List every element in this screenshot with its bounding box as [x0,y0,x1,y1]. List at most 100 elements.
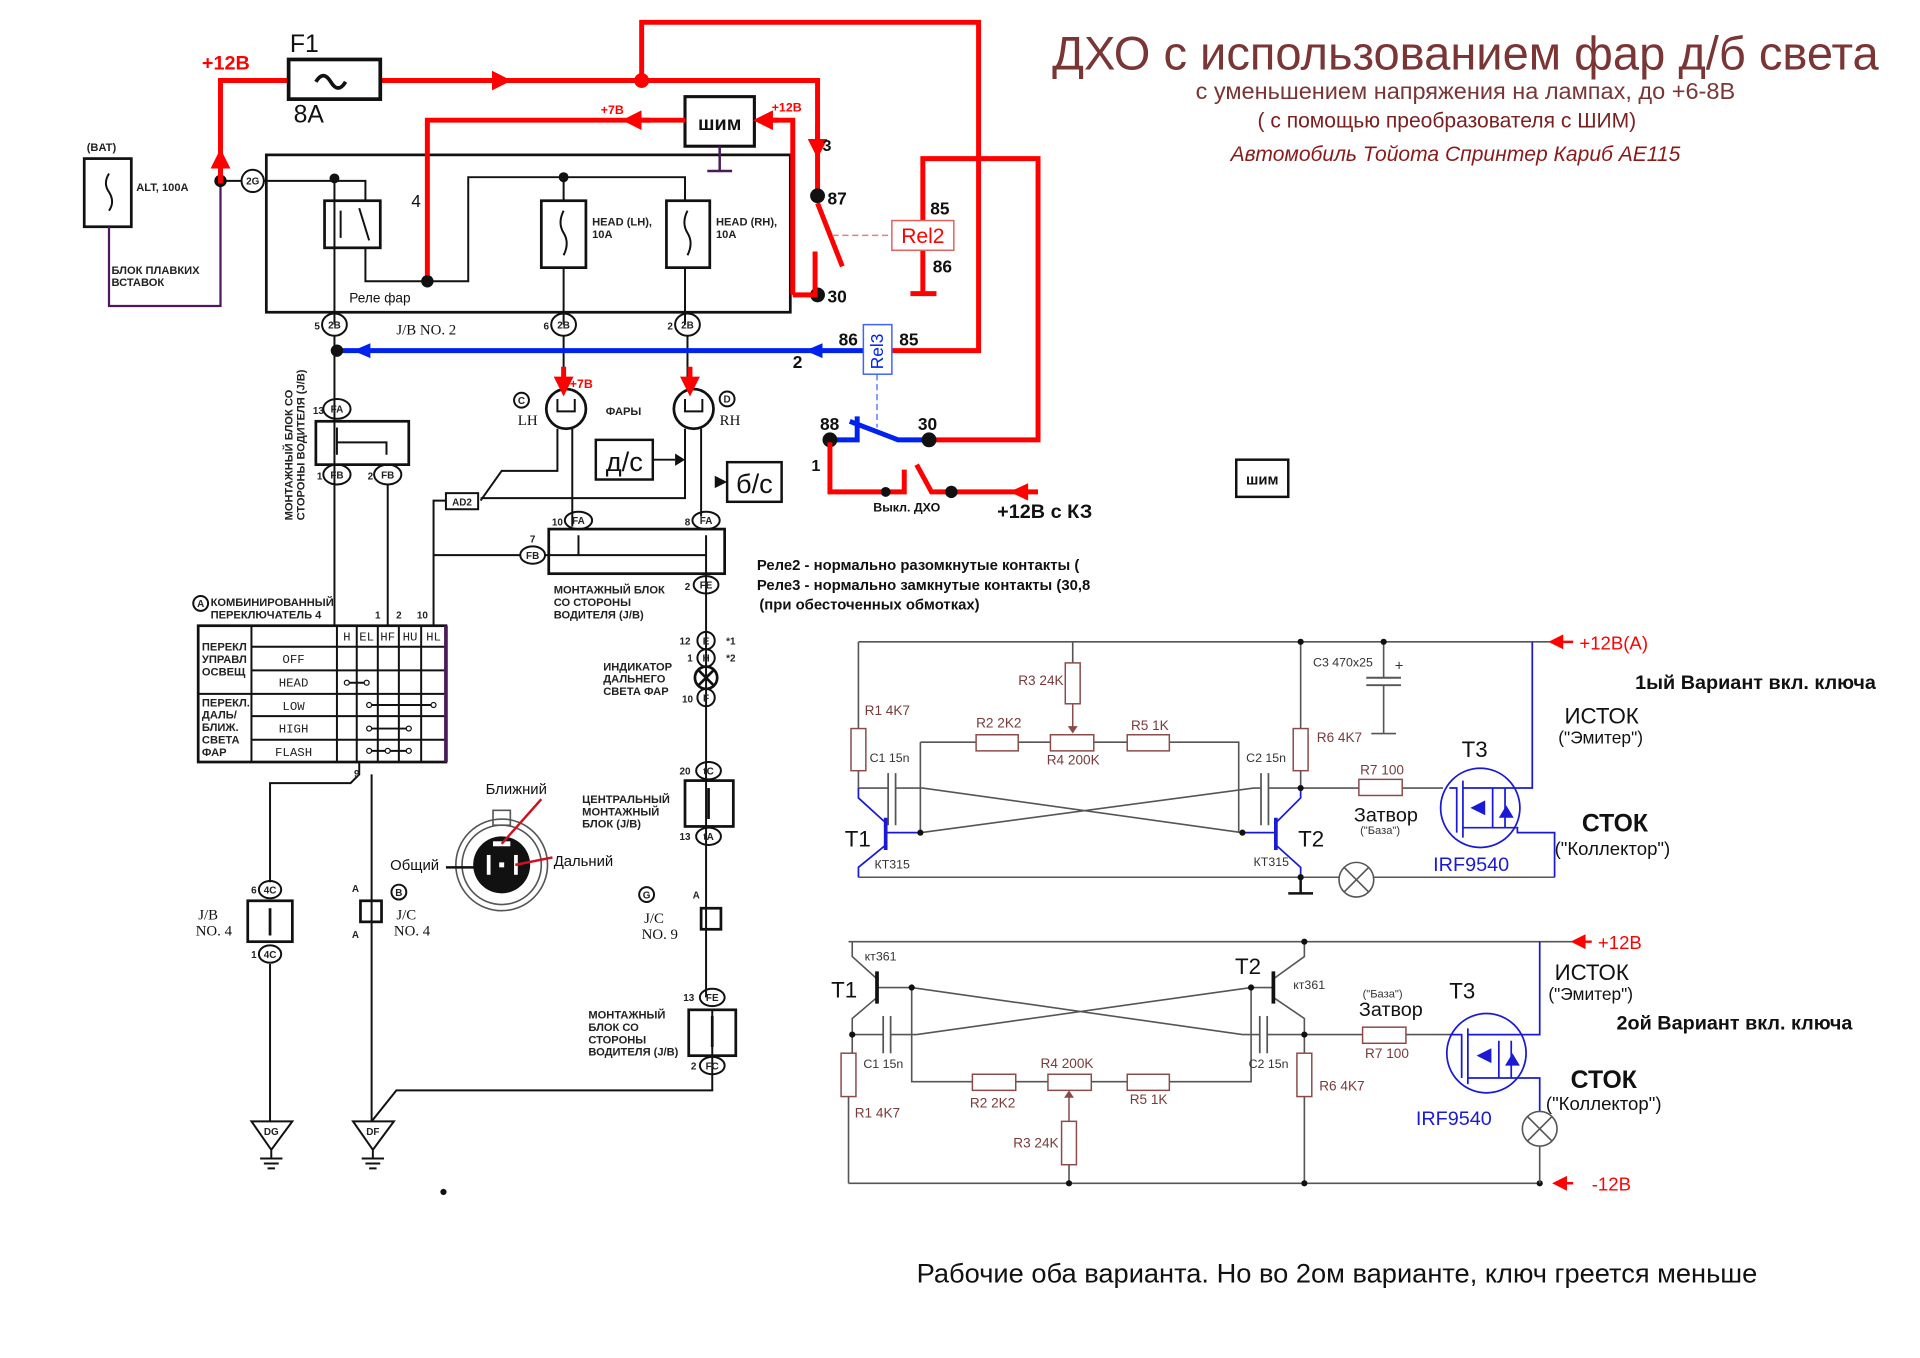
variant2-r5-label: R5 1K [1130,1092,1168,1107]
jc4-junction [359,899,383,924]
variant1-r7-label: R7 100 [1360,762,1404,777]
factory-connectors-fa-label: FA [700,516,713,527]
low-beam-label: д/с [606,446,643,477]
ignition-supply-label: +12В с КЗ [997,501,1092,523]
v2-title: 2ой Вариант вкл. ключа [1617,1013,1854,1035]
factory-switch_cols-2-label: HF [380,631,395,645]
factory-connectors-fb-label: FB [526,551,539,562]
lamps-label: ФАРЫ [606,406,642,418]
factory-ground_df-label: DF [366,1127,379,1138]
factory-connectors-fa-label: FA [331,405,344,416]
notes-2-label: (при обесточенных обмотках) [759,598,979,614]
variant1-gate_alt-label: ("База") [1360,825,1400,837]
drl-off-switch-label: Выкл. ДХО [873,501,940,515]
variant2-drain_alt-label: ("Коллектор") [1546,1093,1662,1114]
bat-label: (BAT) [87,142,117,154]
headlight-relay [323,199,382,250]
factory-group_beam-2-label: БЛИЖ. [202,722,239,734]
factory-group_light-1-label: УПРАВЛ [202,654,247,666]
factory-ground_dg-label: DG [264,1127,279,1138]
variant1-t1-label: T1 [845,826,871,851]
variant2-gate_alt-label: ("База") [1363,988,1403,1000]
diagram-title: ДХО с использованием фар д/б света [1052,26,1879,79]
variant1-drain_alt-label: ("Коллектор") [1555,838,1671,859]
variant1-c2-label: C2 15n [1246,751,1286,765]
head-lh-rating: 10A [592,229,612,241]
factory-switch_cols-1-label: EL [359,631,374,645]
factory-connectors-fe-label: FE [700,581,713,592]
supply-label: +12В [202,52,250,74]
pwm-circuit-variant-2: +12В -12В R1 4K7 R2 2K2 R4 200K R5 1K R3… [831,932,1853,1195]
v1-mosfet-model: IRF9540 [1433,854,1509,876]
factory-switch_rows-1-label: HEAD [279,676,309,690]
variant1-r1-label: R1 4K7 [865,703,910,718]
v2-supply-neg-label: -12В [1592,1174,1631,1195]
factory-connectors-c4c-label: 4C [264,950,277,961]
factory-pins-p13-label: 13 [313,406,325,417]
variant2-t_model-label: кт361 [1293,978,1325,992]
relay-rel3 [862,323,893,375]
factory-central_block-2-label: БЛОК (J/B) [582,819,641,831]
factory-fa_block-1-label: СО СТОРОНЫ [554,597,631,609]
fuse-head-lh [539,199,588,269]
wire-3-label: 3 [823,137,832,155]
factory-group_beam-3-label: СВЕТА [202,734,240,746]
pwm-label: шим [698,113,741,135]
right-chain: FE2 E12*1 H1*2 F10 ИНДИКАТОР ДАЛЬНЕГО СВ… [370,573,738,1122]
factory-pins-p2-label: 2 [685,582,691,593]
factory-jb4-0-label: J/B [198,907,218,923]
factory-driver_block-0-label: МОНТАЖНЫЙ [588,1008,665,1021]
variant1-t2-label: T2 [1298,826,1324,851]
factory-switch_mark-label: A [197,599,204,610]
fuse-name: F1 [290,31,319,58]
factory-pins-star1-label: *1 [726,636,736,647]
ground-branches: 9 4C6 4C1 J/B NO. 4 A A B J/C NO. 4 DG D… [196,762,447,1196]
factory-connectors-c2b-label: 2B [681,320,694,331]
variant1-c3_plus-label: + [1395,658,1404,674]
variant2-t3-label: T3 [1449,979,1475,1004]
rel3-pin-85: 85 [899,330,919,350]
factory-switch_title_2-label: ПЕРЕКЛЮЧАТЕЛЬ 4 [211,609,323,621]
factory-connectors-c4c-label: 4C [264,885,277,896]
factory-switch_cols-4-label: HL [426,631,441,645]
ground-dg-icon: DG [249,1120,295,1170]
jb2-label: J/B NO. 2 [396,323,456,339]
factory-jc4-1-label: NO. 4 [394,923,431,939]
factory-pins-a-label: A [352,884,359,895]
factory-indicator-0-label: ИНДИКАТОР [603,661,672,673]
factory-pins-p6-label: 6 [251,885,257,896]
fuse-icon [104,172,114,212]
car-model: Автомобиль Тойота Спринтер Кариб АЕ115 [1229,143,1681,166]
headlamp-lh [544,387,588,431]
rel2-pin-87: 87 [827,188,846,208]
factory-bulb-low-label: Ближний [486,782,547,798]
variant2-r4-label: R4 200K [1041,1056,1094,1071]
variant1-source-label: ИСТОК [1564,704,1638,729]
variant2-r3-label: R3 24K [1013,1135,1058,1150]
connector-2b-5: 2B5 [314,312,348,337]
factory-switch_rows-4-label: FLASH [275,746,312,760]
wire-1-label: 1 [811,457,820,475]
factory-switch_cols-0-label: H [343,631,350,645]
variant1-source_alt-label: ("Эмитер") [1558,727,1643,747]
mark-d: D [724,395,731,406]
factory-indicator-1-label: ДАЛЬНЕГО [603,674,666,686]
factory-mark_b-label: B [395,888,402,899]
factory-connectors-ta-label: tA [703,832,713,843]
factory-connectors-fa-label: FA [572,516,585,527]
factory-pins-p8-label: 8 [685,517,691,528]
drl-power-circuit: +12В F1 8А шим +12В +7В 4 3 87 30 Rel2 8… [202,19,1290,523]
factory-indicator-2-label: СВЕТА ФАР [603,686,669,698]
jc9-junction [699,906,723,931]
variant2-r1-label: R1 4K7 [855,1106,900,1121]
factory-jc9-0-label: J/C [644,911,664,927]
variant1-r3-label: R3 24K [1018,673,1063,688]
variant1-r5-label: R5 1K [1131,718,1169,733]
variant1-r4-label: R4 200K [1047,752,1100,767]
variant2-t2-label: T2 [1235,954,1261,979]
factory-pins-star2-label: *2 [726,654,736,665]
pwm-module [683,95,756,148]
variant1-c3-label: C3 470x25 [1313,656,1373,670]
